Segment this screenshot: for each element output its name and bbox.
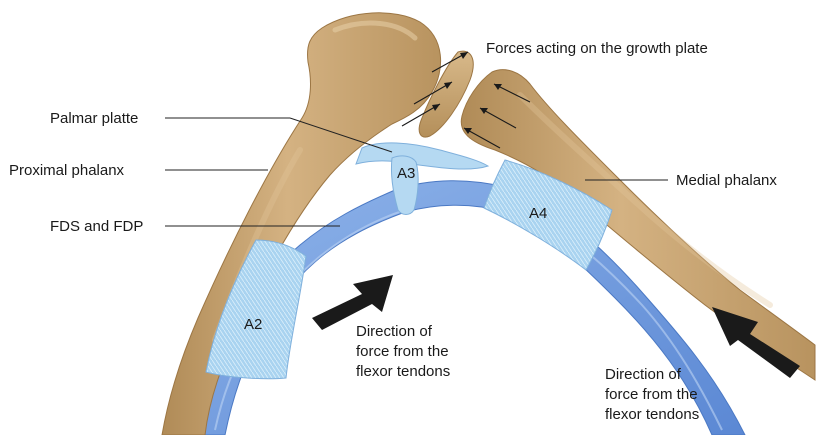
label-fds-fdp: FDS and FDP <box>50 218 143 235</box>
label-medial-phalanx: Medial phalanx <box>676 172 777 189</box>
direction-arrow-left <box>312 275 393 330</box>
medial-phalanx-bone <box>461 70 815 380</box>
label-direction-left-line2: force from the <box>356 343 449 360</box>
label-a4: A4 <box>529 205 547 222</box>
label-direction-left-line1: Direction of <box>356 323 433 340</box>
label-a2: A2 <box>244 316 262 333</box>
label-direction-left-line3: flexor tendons <box>356 363 450 380</box>
label-forces-growth-plate: Forces acting on the growth plate <box>486 40 708 57</box>
label-direction-right-line2: force from the <box>605 386 698 403</box>
label-direction-right-line1: Direction of <box>605 366 682 383</box>
label-proximal-phalanx: Proximal phalanx <box>9 162 125 179</box>
label-a3: A3 <box>397 165 415 182</box>
label-palmar-plate: Palmar platte <box>50 110 138 127</box>
label-direction-right-line3: flexor tendons <box>605 406 699 423</box>
